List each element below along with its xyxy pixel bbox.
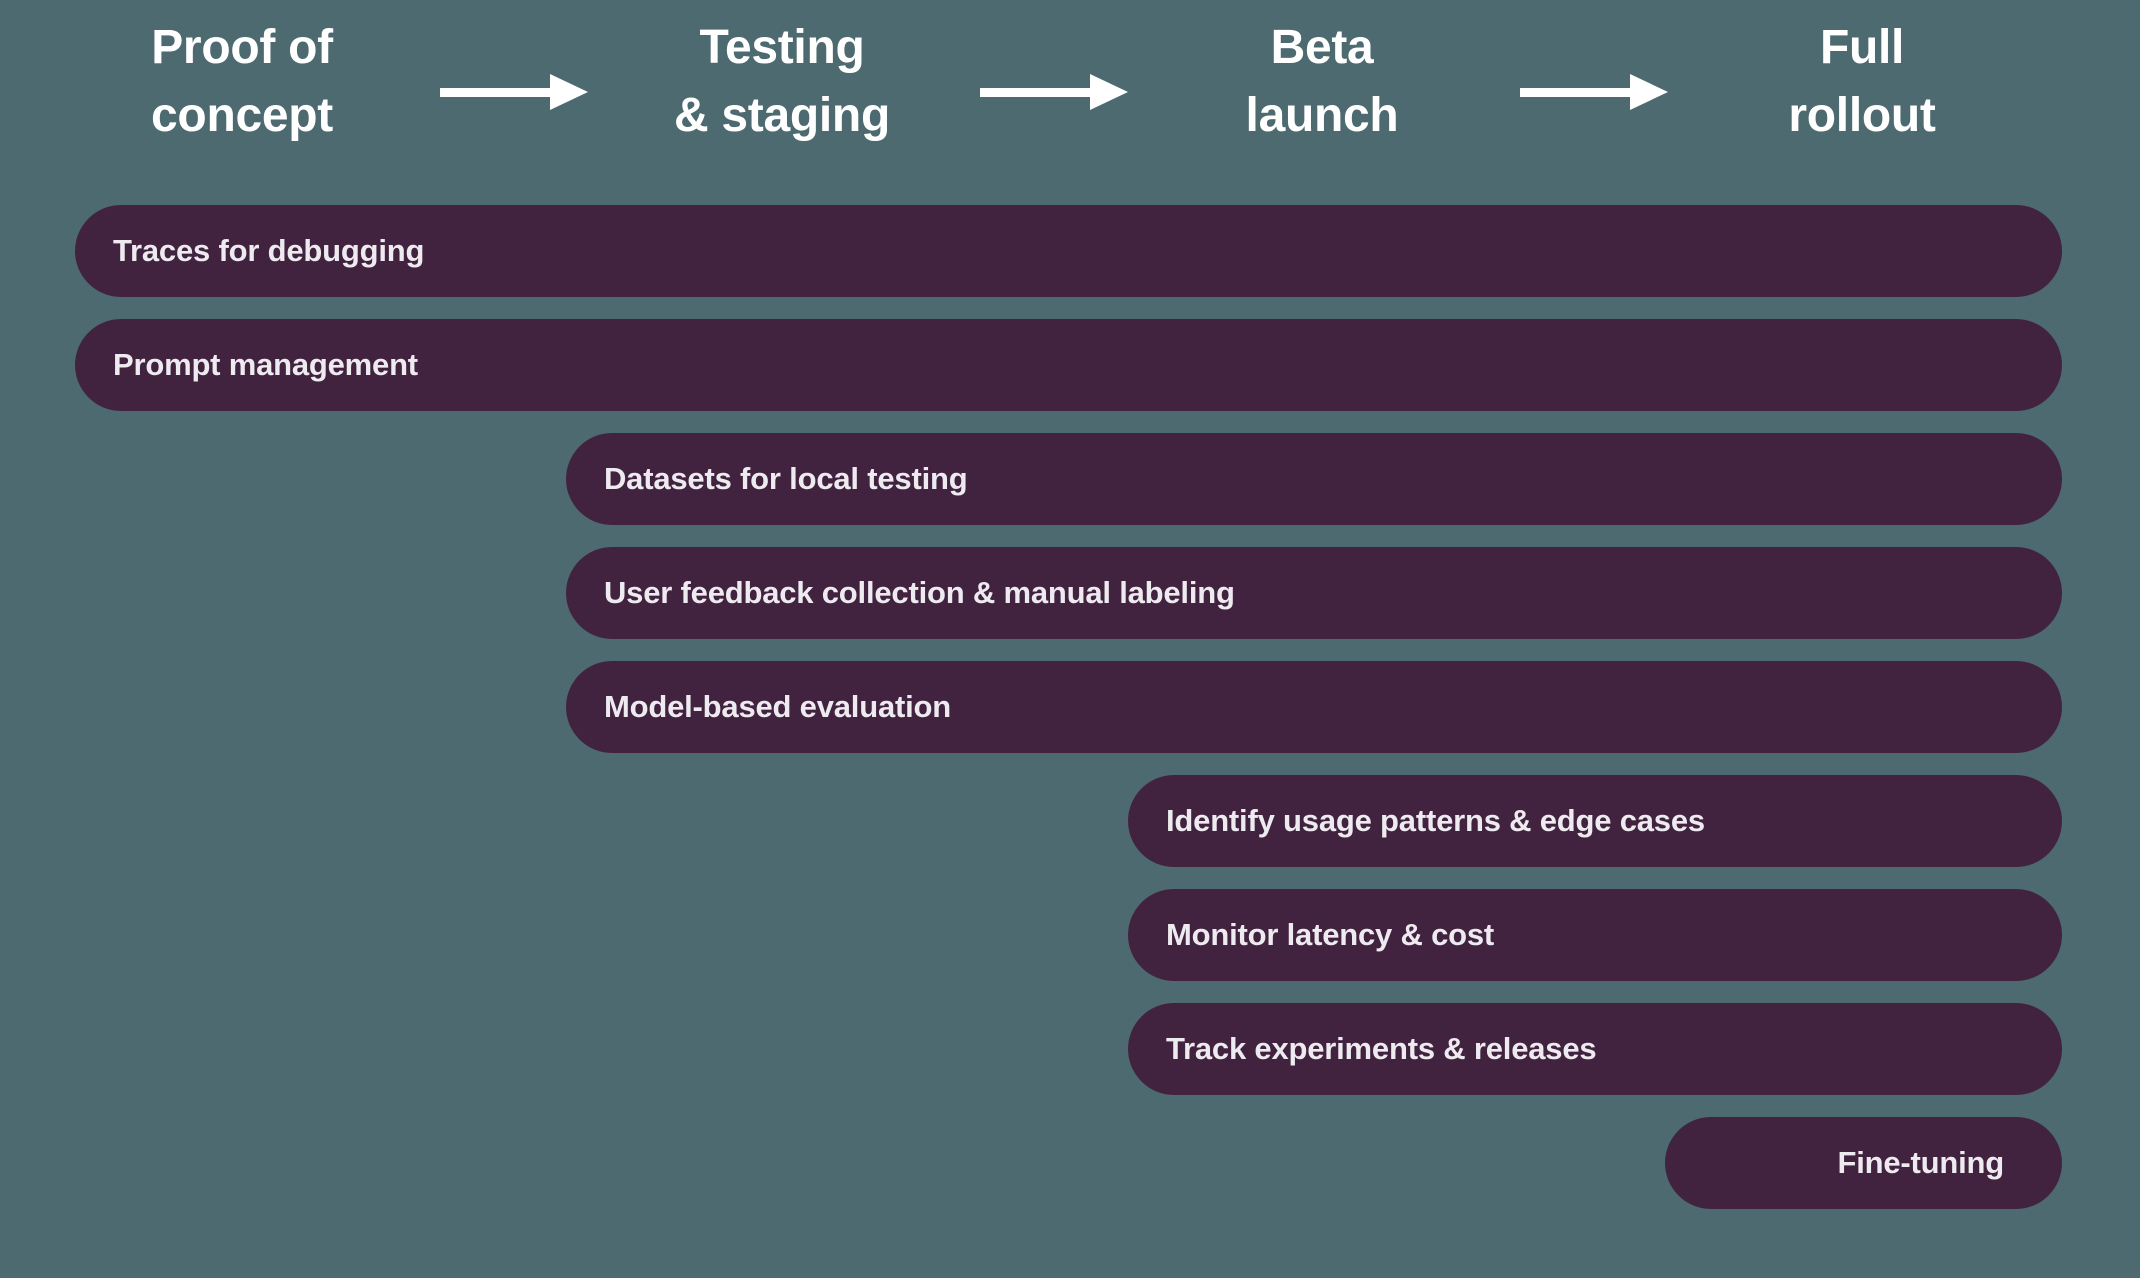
- arrow-head: [1630, 74, 1668, 110]
- capability-bar-label: Identify usage patterns & edge cases: [1166, 803, 1705, 838]
- capability-bar-label: Traces for debugging: [113, 233, 425, 268]
- capability-bar-label: Fine-tuning: [1837, 1145, 2004, 1180]
- capability-bar: Track experiments & releases: [1128, 1003, 2062, 1095]
- capability-bar: Traces for debugging: [75, 205, 2062, 297]
- capability-bar: Identify usage patterns & edge cases: [1128, 775, 2062, 867]
- phase-label-2: Testing & staging: [674, 21, 890, 142]
- capability-bar-label: Datasets for local testing: [604, 461, 968, 496]
- arrow-shaft: [980, 88, 1098, 97]
- capability-bar: Datasets for local testing: [566, 433, 2062, 525]
- capability-bar-label: User feedback collection & manual labeli…: [604, 575, 1235, 610]
- arrow-shaft: [440, 88, 558, 97]
- arrow-head: [550, 74, 588, 110]
- capability-bar-label: Model-based evaluation: [604, 689, 951, 724]
- phase-label-1: Proof of concept: [151, 21, 333, 142]
- arrow-poc-to-testing-icon: [440, 74, 588, 110]
- capability-bar-label: Monitor latency & cost: [1166, 917, 1495, 952]
- capability-bar: User feedback collection & manual labeli…: [566, 547, 2062, 639]
- capability-bar: Fine-tuning: [1665, 1117, 2062, 1209]
- arrow-testing-to-beta-icon: [980, 74, 1128, 110]
- capability-bar: Prompt management: [75, 319, 2062, 411]
- phase-label-4: Full rollout: [1788, 21, 1936, 142]
- capability-bar: Model-based evaluation: [566, 661, 2062, 753]
- capability-bar-label: Track experiments & releases: [1166, 1031, 1597, 1066]
- capability-bar-label: Prompt management: [113, 347, 418, 382]
- arrow-head: [1090, 74, 1128, 110]
- arrow-beta-to-rollout-icon: [1520, 74, 1668, 110]
- arrow-shaft: [1520, 88, 1638, 97]
- phase-label-3: Beta launch: [1245, 21, 1399, 142]
- capability-bar: Monitor latency & cost: [1128, 889, 2062, 981]
- phase-header-row: Proof of concept Testing & staging Beta la…: [0, 0, 2140, 180]
